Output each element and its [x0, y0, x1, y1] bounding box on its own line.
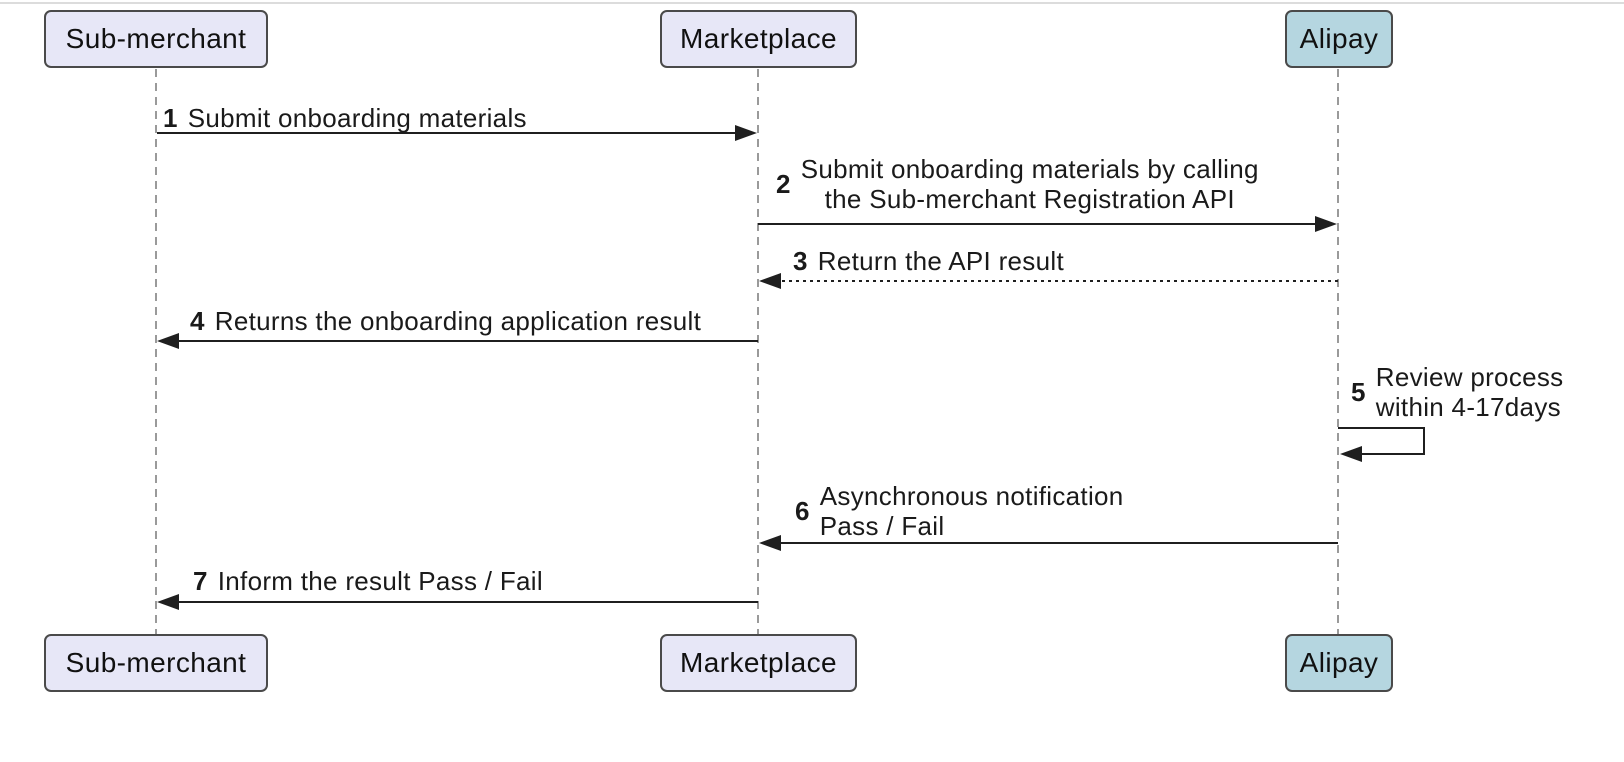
- actor-bottom-alipay: Alipay: [1285, 634, 1393, 692]
- actor-label: Marketplace: [680, 647, 837, 678]
- message-6-text-line1: Asynchronous notification: [819, 481, 1124, 511]
- arrow-3-head: [759, 273, 781, 289]
- actor-top-marketplace: Marketplace: [660, 10, 857, 68]
- message-6-text-line2: Pass / Fail: [819, 511, 945, 541]
- message-2-number: 2: [776, 169, 791, 199]
- actor-label: Marketplace: [680, 23, 837, 54]
- arrow-4-head: [157, 333, 179, 349]
- message-3-text: Return the API result: [817, 246, 1064, 276]
- message-1-text: Submit onboarding materials: [187, 103, 527, 133]
- message-4-label: 4 Returns the onboarding application res…: [190, 306, 701, 336]
- message-1-number: 1: [163, 103, 178, 133]
- arrow-5-self-loop: [1338, 427, 1425, 455]
- message-5-label: 5 Review process within 4-17days: [1351, 362, 1563, 422]
- message-7-number: 7: [193, 566, 208, 596]
- actor-label: Sub-merchant: [65, 23, 247, 54]
- message-4-number: 4: [190, 306, 205, 336]
- message-6-number: 6: [795, 496, 810, 526]
- actor-top-alipay: Alipay: [1285, 10, 1393, 68]
- actor-label: Alipay: [1299, 647, 1379, 678]
- actor-label: Alipay: [1299, 23, 1379, 54]
- arrow-6-head: [759, 535, 781, 551]
- message-3-label: 3 Return the API result: [793, 246, 1064, 276]
- message-2-text-line1: Submit onboarding materials by calling: [800, 154, 1259, 184]
- arrow-2-head: [1315, 216, 1337, 232]
- message-5-text-line1: Review process: [1375, 362, 1564, 392]
- top-divider-line: [0, 2, 1624, 4]
- arrow-5-head: [1340, 446, 1362, 462]
- message-7-label: 7 Inform the result Pass / Fail: [193, 566, 543, 596]
- message-2-text-line2: the Sub-merchant Registration API: [824, 184, 1235, 214]
- actor-label: Sub-merchant: [65, 647, 247, 678]
- message-1-label: 1 Submit onboarding materials: [163, 103, 527, 133]
- arrow-1-head: [735, 125, 757, 141]
- message-5-text-line2: within 4-17days: [1375, 392, 1561, 422]
- message-3-number: 3: [793, 246, 808, 276]
- actor-top-sub-merchant: Sub-merchant: [44, 10, 268, 68]
- message-6-label: 6 Asynchronous notification Pass / Fail: [795, 481, 1124, 541]
- message-4-text: Returns the onboarding application resul…: [214, 306, 702, 336]
- arrow-7-head: [157, 594, 179, 610]
- actor-bottom-marketplace: Marketplace: [660, 634, 857, 692]
- message-5-number: 5: [1351, 377, 1366, 407]
- message-2-label: 2 Submit onboarding materials by calling…: [776, 154, 1259, 214]
- message-7-text: Inform the result Pass / Fail: [217, 566, 543, 596]
- actor-bottom-sub-merchant: Sub-merchant: [44, 634, 268, 692]
